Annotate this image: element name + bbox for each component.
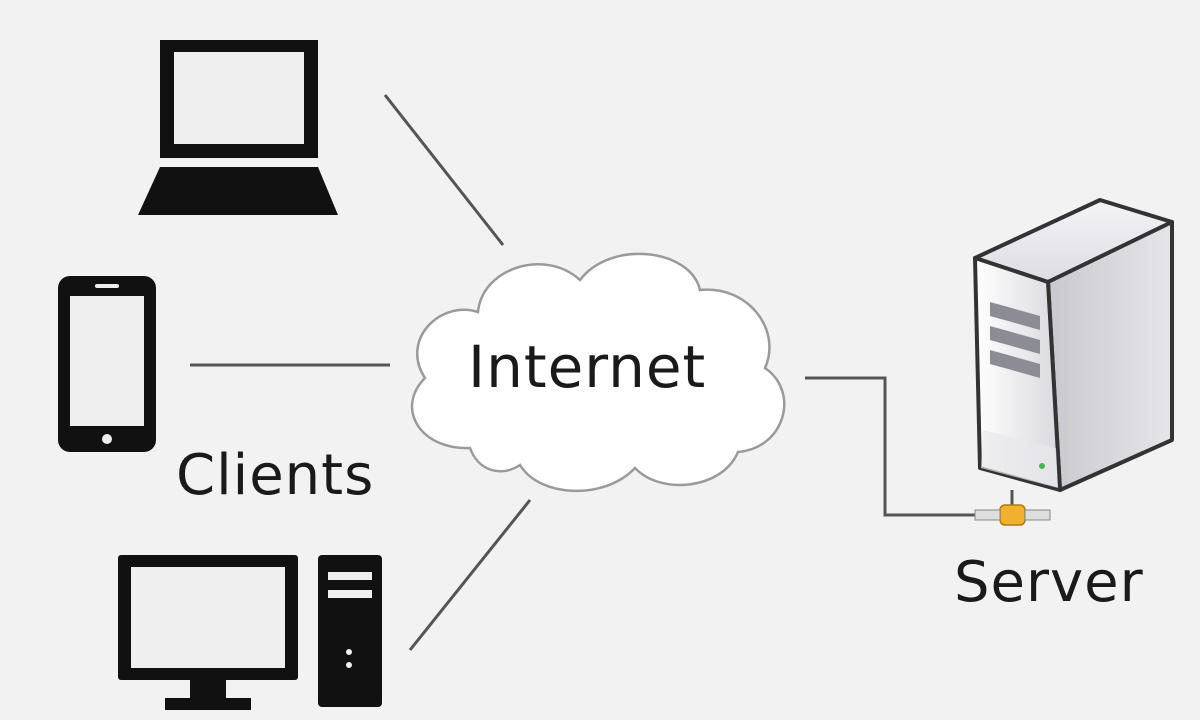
clients-label: Clients	[176, 443, 375, 508]
server-tower-icon	[973, 198, 1174, 492]
network-connector-icon	[974, 504, 1051, 526]
internet-label: Internet	[468, 333, 707, 401]
cloud-icon	[410, 252, 786, 493]
line-laptop-to-internet	[383, 94, 505, 246]
server-label: Server	[954, 550, 1144, 615]
line-desktop-to-internet	[408, 499, 532, 651]
tablet-icon	[58, 276, 156, 452]
laptop-icon	[138, 40, 338, 215]
desktop-computer-icon	[118, 555, 382, 710]
line-internet-to-server	[805, 376, 1000, 517]
